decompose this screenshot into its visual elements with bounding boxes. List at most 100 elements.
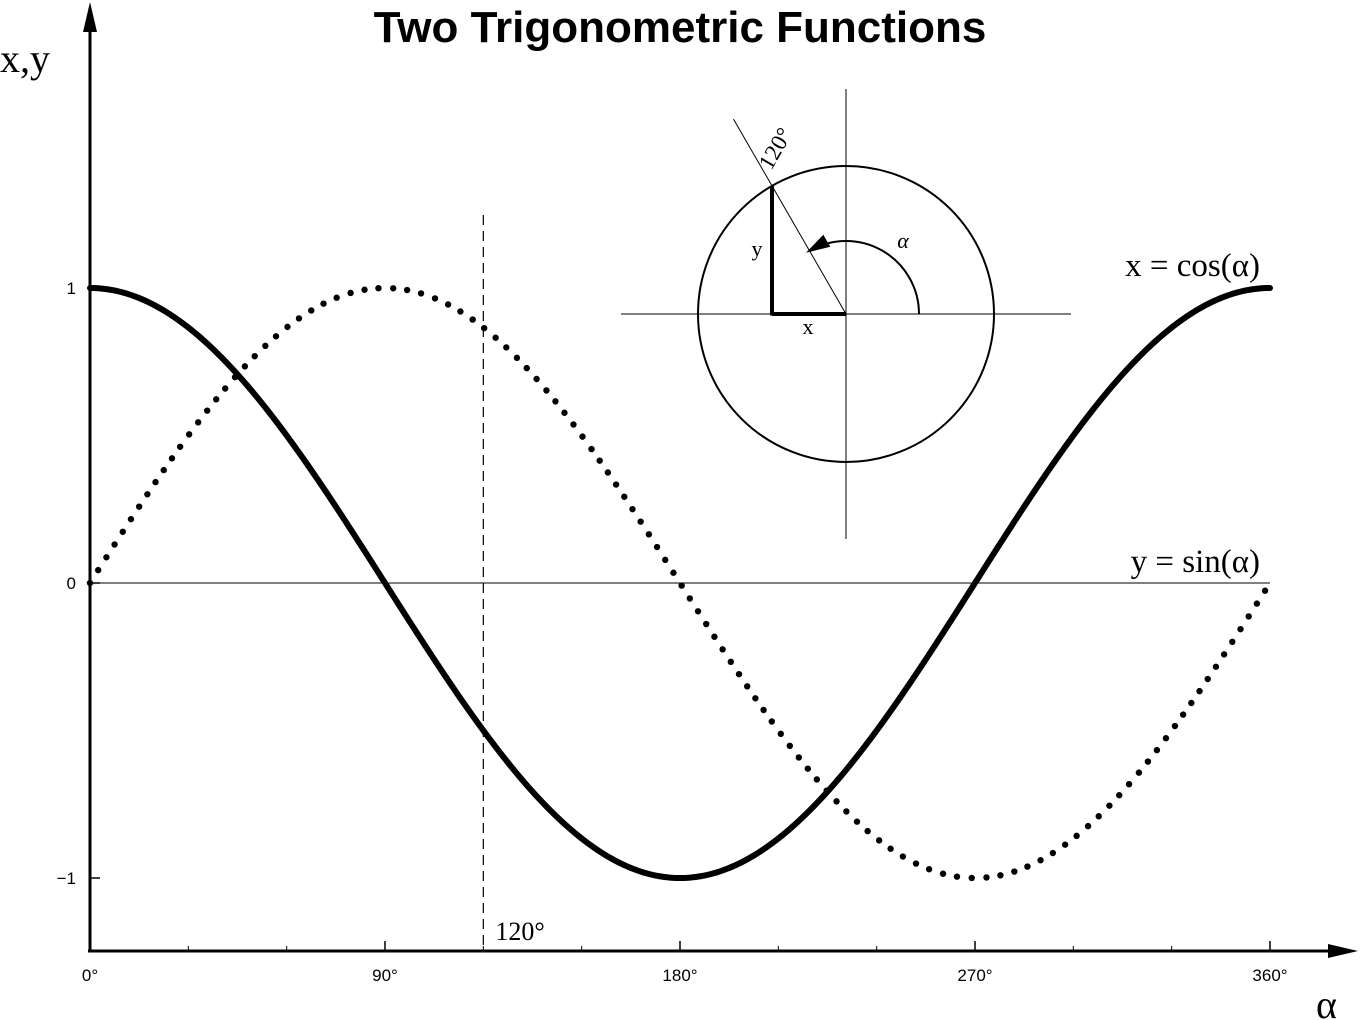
sin-dot (795, 754, 803, 761)
sin-dot (694, 608, 702, 615)
sin-dot (823, 787, 830, 794)
x-tick-label: 360° (1252, 966, 1287, 985)
inset-x-label: x (803, 314, 814, 339)
inset-angle-arc (809, 240, 920, 315)
sin-dot (1095, 813, 1102, 820)
sin-dot (1237, 625, 1244, 633)
sin-dot (375, 284, 382, 292)
series-line-cos (87, 285, 1273, 881)
sin-dot (431, 295, 439, 302)
sin-dot (997, 872, 1004, 879)
sin-dot (579, 433, 586, 440)
unit-circle-inset: x y α 120° (621, 89, 1071, 539)
sin-dot (320, 300, 327, 307)
sin-dot (389, 285, 397, 292)
sin-dot (1011, 868, 1018, 875)
sin-dot (347, 289, 354, 297)
sin-dot (86, 579, 94, 587)
sin-dot (570, 421, 577, 428)
sin-dot (752, 695, 759, 702)
x-tick-label: 90° (372, 966, 398, 985)
sin-dot (662, 556, 669, 564)
series-label-cos: x = cos(α) (1125, 248, 1260, 284)
axes (83, 2, 1358, 958)
sin-dot (1220, 651, 1228, 658)
sin-dot (1049, 849, 1057, 857)
sin-dot (912, 860, 920, 867)
sin-dot (864, 827, 871, 835)
inset-y-label: y (752, 236, 763, 261)
sin-dot (760, 706, 767, 714)
sin-dot (444, 301, 452, 308)
sin-dot (983, 874, 990, 881)
sin-dot (168, 455, 176, 462)
sin-dot (1212, 663, 1220, 670)
sin-dot (1061, 841, 1069, 848)
sin-dot (1125, 780, 1133, 788)
x-axis-label: α (1316, 982, 1337, 1020)
sin-dot (678, 582, 685, 589)
sin-dot (144, 491, 151, 498)
sin-dot (743, 683, 751, 690)
sin-dot (1024, 863, 1031, 870)
sin-dot (1084, 822, 1092, 830)
sin-dot (612, 481, 620, 488)
sin-dot (111, 541, 118, 548)
sin-dot (241, 363, 249, 370)
sin-dot (670, 569, 677, 576)
sin-dot (1188, 699, 1195, 707)
sin-dot (1073, 832, 1080, 840)
sin-dot (284, 323, 291, 331)
sin-dot (604, 469, 612, 476)
sin-dot (711, 633, 718, 640)
x-ticks: 0°90°180°270°360° (82, 941, 1288, 985)
sin-dot (503, 344, 510, 351)
sin-dot (513, 354, 521, 362)
sin-dot (1229, 638, 1236, 646)
sin-dot (1179, 711, 1187, 718)
y-axis-arrowhead (83, 2, 97, 32)
annotation-label: 120° (495, 917, 544, 946)
sin-dot (492, 334, 499, 341)
x-tick-label: 0° (82, 966, 98, 985)
y-tick-label: 0 (67, 574, 76, 593)
sin-dot (1171, 722, 1179, 730)
sin-dot (251, 352, 258, 360)
sin-dot (1116, 792, 1123, 799)
y-tick-label: −1 (57, 869, 76, 888)
x-tick-label: 270° (957, 966, 992, 985)
sin-dot (727, 658, 735, 666)
sin-dot (833, 798, 840, 805)
sin-dot (953, 873, 961, 880)
sin-dot (403, 286, 411, 294)
sin-dot (1037, 857, 1044, 864)
inset-angle-ray (733, 118, 847, 315)
sin-dot (1196, 687, 1203, 695)
sin-dot (212, 396, 220, 403)
sin-dot (119, 528, 126, 535)
sin-dot (480, 324, 488, 332)
sin-dot (127, 515, 135, 523)
sin-dot (653, 543, 661, 551)
sin-dot (135, 503, 143, 510)
sin-dot (588, 445, 595, 453)
sin-dot (185, 431, 193, 438)
sin-dot (925, 866, 933, 873)
sin-dot (777, 730, 784, 738)
sin-dot (94, 566, 102, 574)
sin-dot (1106, 802, 1113, 809)
sin-dot (262, 342, 269, 350)
sin-dot (939, 870, 947, 877)
sin-dot (457, 308, 464, 315)
sin-dot (1153, 746, 1161, 754)
sin-dot (1162, 735, 1170, 742)
sin-dot (645, 531, 653, 538)
sin-dot (813, 776, 821, 783)
sin-dot (968, 874, 975, 882)
sin-dot (272, 333, 280, 340)
chart-title: Two Trigonometric Functions (374, 3, 987, 52)
sin-dot (786, 742, 794, 750)
sin-dot (1204, 675, 1211, 683)
sin-dot (194, 419, 202, 426)
